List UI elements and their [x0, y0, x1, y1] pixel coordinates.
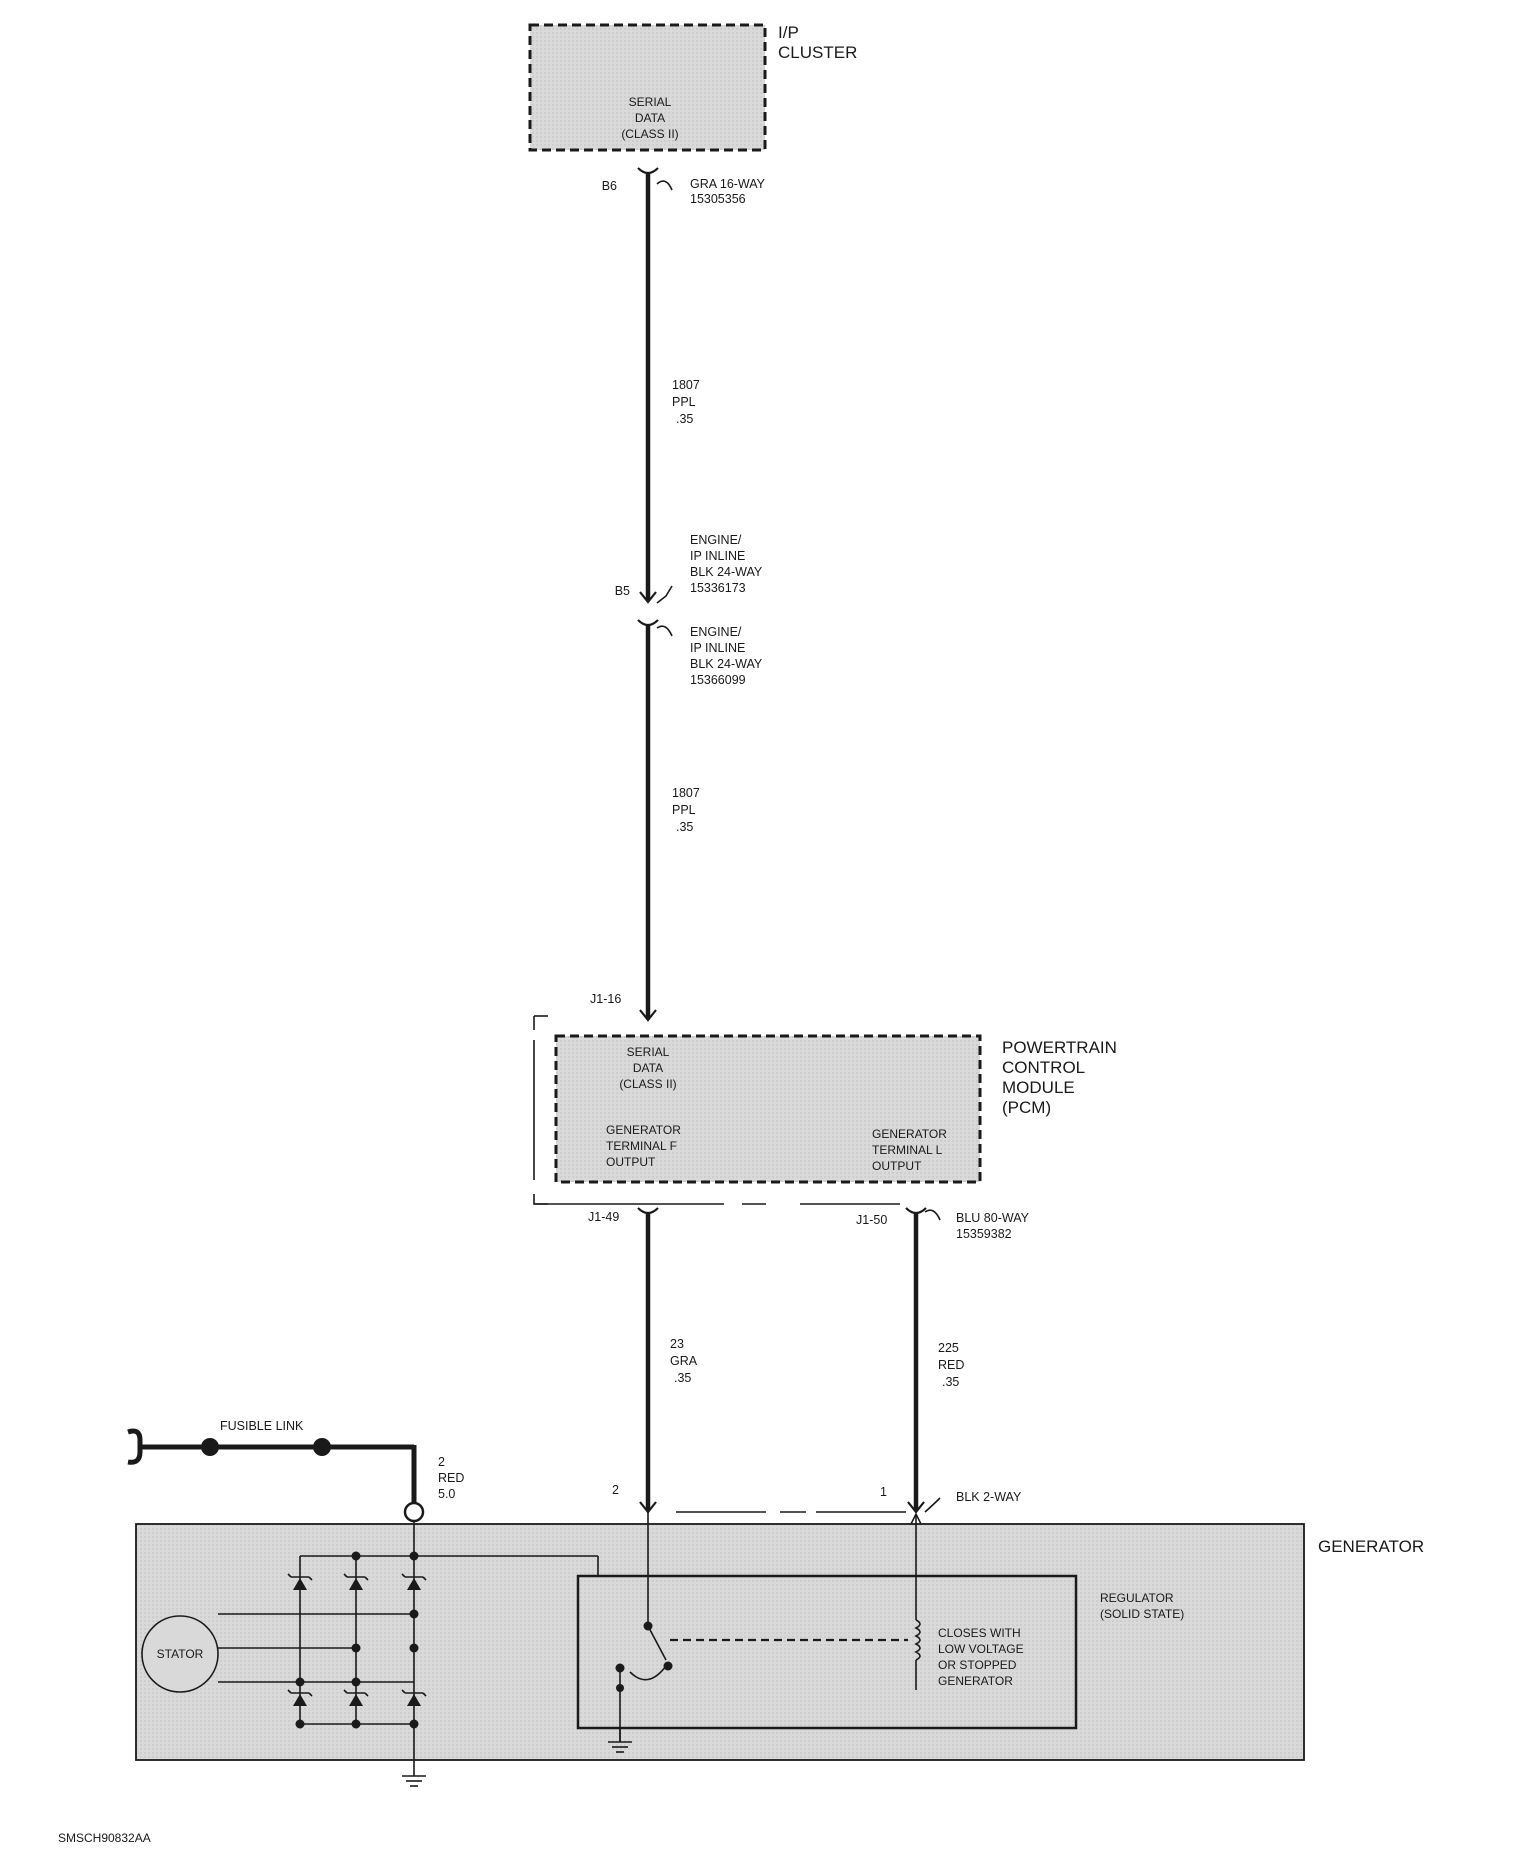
pin-j1-16: J1-16 — [590, 992, 621, 1006]
wire-1807-lower — [637, 619, 659, 1022]
note-line3: OR STOPPED — [938, 1658, 1017, 1672]
pcm-gen-l-line3: OUTPUT — [872, 1159, 922, 1173]
relay-coil-icon — [910, 1512, 922, 1690]
connector-inline-lower-line4: 15366099 — [690, 673, 746, 687]
wire-23-color: GRA — [670, 1354, 698, 1368]
wire-23-number: 23 — [670, 1337, 684, 1351]
pcm-serial-line1: SERIAL — [627, 1045, 670, 1059]
wire-1807-upper — [637, 167, 659, 604]
connector-b5-leader — [656, 585, 673, 604]
connector-b5-line2: IP INLINE — [690, 549, 745, 563]
generator-module: STATOR — [135, 1512, 1305, 1787]
pcm-gen-l-line2: TERMINAL L — [872, 1143, 943, 1157]
connector-inline-lower-line2: IP INLINE — [690, 641, 745, 655]
pcm-serial-line3: (CLASS II) — [619, 1077, 676, 1091]
ground-regulator-icon — [608, 1728, 632, 1753]
regulator-label-line1: REGULATOR — [1100, 1591, 1174, 1605]
wire-1807-lower-number: 1807 — [672, 786, 700, 800]
pcm-bracket — [533, 1015, 900, 1205]
diode-upper-2-icon — [343, 1573, 369, 1590]
pcm-serial-line2: DATA — [633, 1061, 663, 1075]
pcm-gen-f-line2: TERMINAL F — [606, 1139, 677, 1153]
connector-b6-line1: GRA 16-WAY — [690, 177, 766, 191]
stator-symbol — [141, 1615, 219, 1693]
connector-inline-lower-leader — [656, 625, 673, 637]
wire-2-color: RED — [438, 1471, 464, 1485]
ip-serial-line3: (CLASS II) — [621, 127, 678, 141]
ip-serial-line1: SERIAL — [629, 95, 672, 109]
figure-id: SMSCH90832AA — [58, 1831, 151, 1845]
pin-j1-50: J1-50 — [856, 1213, 887, 1227]
pcm-module: SERIAL DATA (CLASS II) GENERATOR TERMINA… — [554, 1034, 982, 1184]
connector-b6-line2: 15305356 — [690, 192, 746, 206]
ground-rectifier-icon — [402, 1724, 426, 1787]
wire-225-color: RED — [938, 1358, 964, 1372]
wire-1807-upper-color: PPL — [672, 395, 696, 409]
wire-2-gauge: 5.0 — [438, 1487, 455, 1501]
diode-upper-1-icon — [287, 1573, 313, 1590]
pcm-gen-l-line1: GENERATOR — [872, 1127, 947, 1141]
wire-1807-lower-color: PPL — [672, 803, 696, 817]
note-line4: GENERATOR — [938, 1674, 1013, 1688]
wire-225-gauge: .35 — [942, 1375, 959, 1389]
pcm-title-line2: CONTROL — [1002, 1058, 1085, 1077]
ip-cluster-title-line1: I/P — [778, 23, 799, 42]
ip-cluster-title-line2: CLUSTER — [778, 43, 857, 62]
connector-b5-line4: 15336173 — [690, 581, 746, 595]
pcm-title-line4: (PCM) — [1002, 1098, 1051, 1117]
pcm-connector-line1: BLU 80-WAY — [956, 1211, 1030, 1225]
wire-23 — [637, 1207, 659, 1514]
wire-225-number: 225 — [938, 1341, 959, 1355]
wire-225 — [905, 1207, 927, 1514]
note-line2: LOW VOLTAGE — [938, 1642, 1024, 1656]
wire-1807-upper-gauge: .35 — [676, 412, 693, 426]
connector-inline-lower-line3: BLK 24-WAY — [690, 657, 763, 671]
wire-1807-lower-gauge: .35 — [676, 820, 693, 834]
regulator-box — [576, 1574, 1078, 1730]
gen-pin-1: 1 — [880, 1485, 887, 1499]
diode-lower-3-icon — [401, 1689, 427, 1706]
regulator-label-line2: (SOLID STATE) — [1100, 1607, 1184, 1621]
pin-j1-49: J1-49 — [588, 1210, 619, 1224]
wire-2-number: 2 — [438, 1455, 445, 1469]
wire-23-gauge: .35 — [674, 1371, 691, 1385]
gen-connector-label: BLK 2-WAY — [956, 1490, 1022, 1504]
pcm-title-line3: MODULE — [1002, 1078, 1075, 1097]
pcm-connector-leader — [924, 1209, 941, 1221]
pin-b6: B6 — [602, 179, 617, 193]
rectifier-bridge — [287, 1522, 427, 1729]
generator-title: GENERATOR — [1318, 1537, 1424, 1556]
connector-inline-lower-line1: ENGINE/ — [690, 625, 742, 639]
diode-lower-1-icon — [287, 1689, 313, 1706]
connector-b5-line1: ENGINE/ — [690, 533, 742, 547]
pcm-gen-f-line1: GENERATOR — [606, 1123, 681, 1137]
stator-label: STATOR — [157, 1647, 204, 1661]
gen-pin-2: 2 — [612, 1483, 619, 1497]
connector-b6-leader — [656, 180, 673, 191]
pcm-connector-line2: 15359382 — [956, 1227, 1012, 1241]
pcm-title-line1: POWERTRAIN — [1002, 1038, 1117, 1057]
diode-upper-3-icon — [401, 1573, 427, 1590]
ip-cluster-module: SERIAL DATA (CLASS II) — [528, 23, 767, 152]
wire-1807-upper-number: 1807 — [672, 378, 700, 392]
gen-connector-leader — [924, 1497, 941, 1513]
ip-serial-line2: DATA — [635, 111, 665, 125]
fusible-link — [127, 1428, 425, 1523]
fusible-link-label: FUSIBLE LINK — [220, 1419, 304, 1433]
note-line1: CLOSES WITH — [938, 1626, 1021, 1640]
pcm-gen-f-line3: OUTPUT — [606, 1155, 656, 1169]
pin-b5: B5 — [615, 584, 630, 598]
diode-lower-2-icon — [343, 1689, 369, 1706]
connector-b5-line3: BLK 24-WAY — [690, 565, 763, 579]
